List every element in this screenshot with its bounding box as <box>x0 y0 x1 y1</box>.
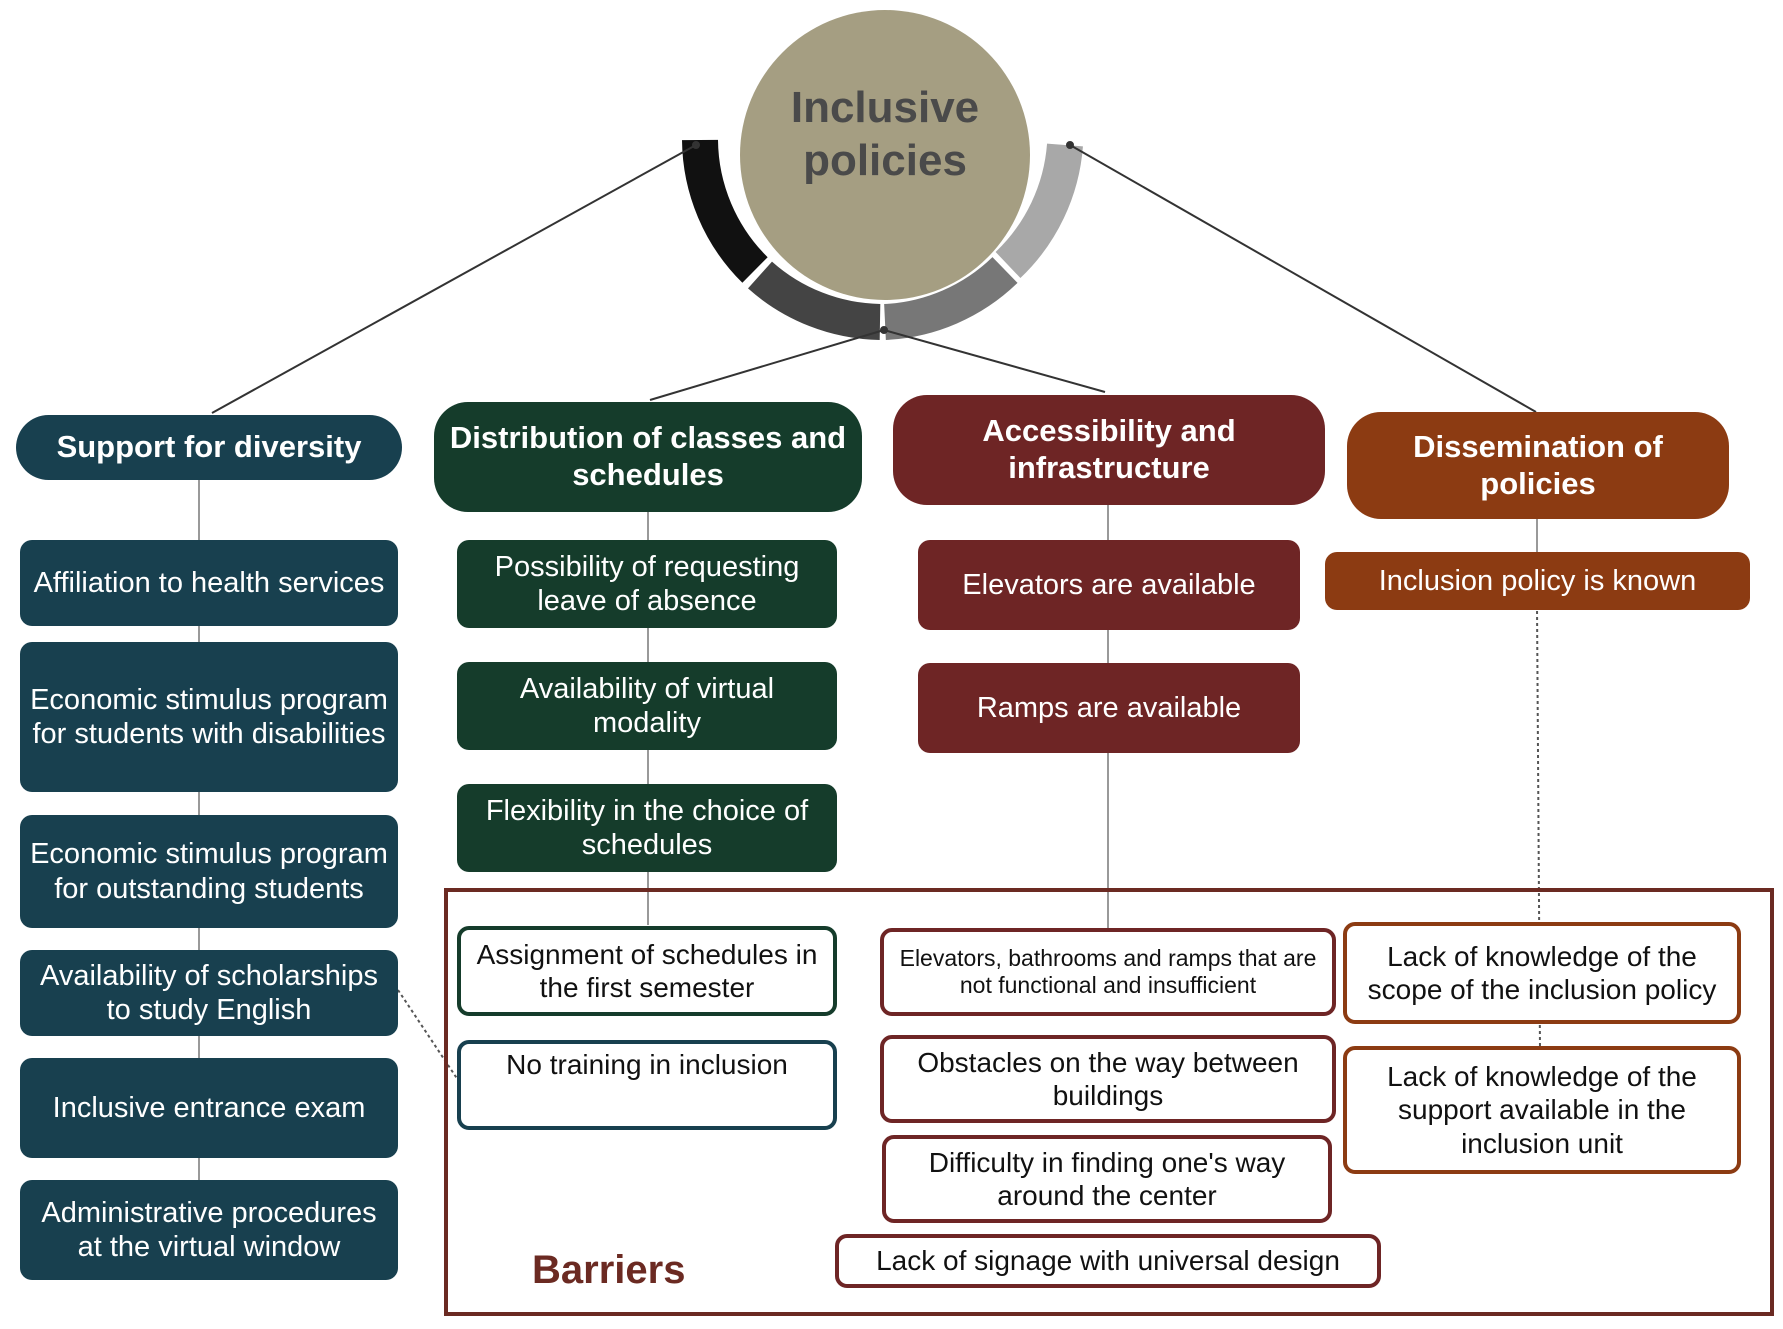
line-to-support <box>211 144 697 414</box>
barriers-label: Barriers <box>532 1248 686 1292</box>
barrier-distribution-2: No training in inclusion <box>457 1040 837 1130</box>
ring-segment-dark <box>748 261 881 340</box>
distribution-item-2: Availability of virtual modality <box>457 662 837 750</box>
category-distribution: Distribution of classes and schedules <box>434 402 862 512</box>
support-item-5: Inclusive entrance exam <box>20 1058 398 1158</box>
accessibility-item-2: Ramps are available <box>918 663 1300 753</box>
distribution-item-1: Possibility of requesting leave of absen… <box>457 540 837 628</box>
support-item-1: Affiliation to health services <box>20 540 398 626</box>
support-item-3: Economic stimulus program for outstandin… <box>20 815 398 928</box>
barrier-accessibility-4: Lack of signage with universal design <box>835 1234 1381 1288</box>
barrier-accessibility-2: Obstacles on the way between buildings <box>880 1035 1336 1123</box>
barriers-frame <box>444 888 1774 1316</box>
barrier-dissemination-1: Lack of knowledge of the scope of the in… <box>1343 922 1741 1024</box>
ring-segment-light <box>995 143 1083 279</box>
barrier-distribution-1: Assignment of schedules in the first sem… <box>457 926 837 1016</box>
barrier-dissemination-2: Lack of knowledge of the support availab… <box>1343 1046 1741 1174</box>
barrier-accessibility-3: Difficulty in finding one's way around t… <box>882 1135 1332 1223</box>
distribution-item-3: Flexibility in the choice of schedules <box>457 784 837 872</box>
barrier-accessibility-1: Elevators, bathrooms and ramps that are … <box>880 928 1336 1016</box>
ring-segment-mid <box>883 256 1018 340</box>
vline-dissemination-dotted <box>1536 604 1541 1051</box>
accessibility-item-1: Elevators are available <box>918 540 1300 630</box>
support-item-4: Availability of scholarships to study En… <box>20 950 398 1036</box>
ring-segment-black <box>682 139 768 283</box>
support-item-2: Economic stimulus program for students w… <box>20 642 398 792</box>
line-to-dissemination <box>1069 144 1537 413</box>
line-to-distribution <box>649 329 885 401</box>
line-to-accessibility <box>883 329 1106 393</box>
dissemination-item-1: Inclusion policy is known <box>1325 552 1750 610</box>
support-item-6: Administrative procedures at the virtual… <box>20 1180 398 1280</box>
dotted-scholarship-link <box>397 989 459 1081</box>
category-accessibility: Accessibility and infrastructure <box>893 395 1325 505</box>
category-dissemination: Dissemination of policies <box>1347 412 1729 519</box>
category-support-diversity: Support for diversity <box>16 415 402 480</box>
center-title: Inclusive policies <box>740 10 1030 300</box>
